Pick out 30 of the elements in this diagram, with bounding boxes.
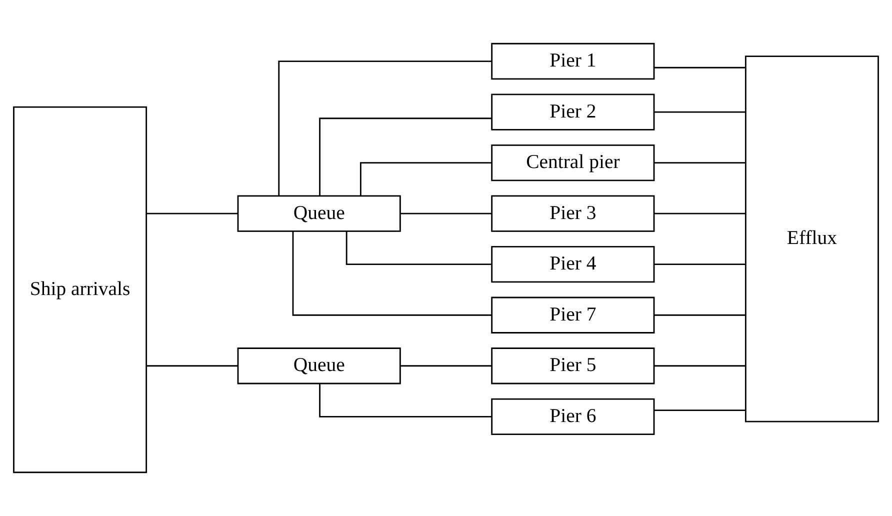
node-box: Pier 2 <box>491 94 655 130</box>
connector <box>654 314 746 316</box>
connector <box>654 111 746 113</box>
connector <box>654 410 746 412</box>
connector <box>654 66 746 68</box>
node-box: Pier 1 <box>491 42 655 80</box>
connector <box>319 118 492 196</box>
connector <box>146 365 238 367</box>
node-box: Central pier <box>491 144 655 182</box>
connector <box>654 264 746 266</box>
connector <box>400 365 492 367</box>
node-box: Queue <box>237 195 401 232</box>
connector <box>654 365 746 367</box>
connector <box>319 384 492 418</box>
connector <box>146 212 238 214</box>
connector <box>292 231 492 316</box>
node-box: Pier 3 <box>491 195 655 232</box>
node-box: Pier 5 <box>491 348 655 384</box>
node-box: Pier 7 <box>491 296 655 334</box>
connector <box>360 162 492 196</box>
node-box: Pier 4 <box>491 246 655 283</box>
connector <box>278 60 492 196</box>
connector <box>654 162 746 164</box>
node-box: Queue <box>237 348 401 384</box>
connector <box>654 212 746 214</box>
node-box: Efflux <box>744 56 879 422</box>
node-box: Ship arrivals <box>13 106 148 474</box>
connector <box>400 212 492 214</box>
node-box: Pier 6 <box>491 398 655 435</box>
connector <box>346 231 492 266</box>
